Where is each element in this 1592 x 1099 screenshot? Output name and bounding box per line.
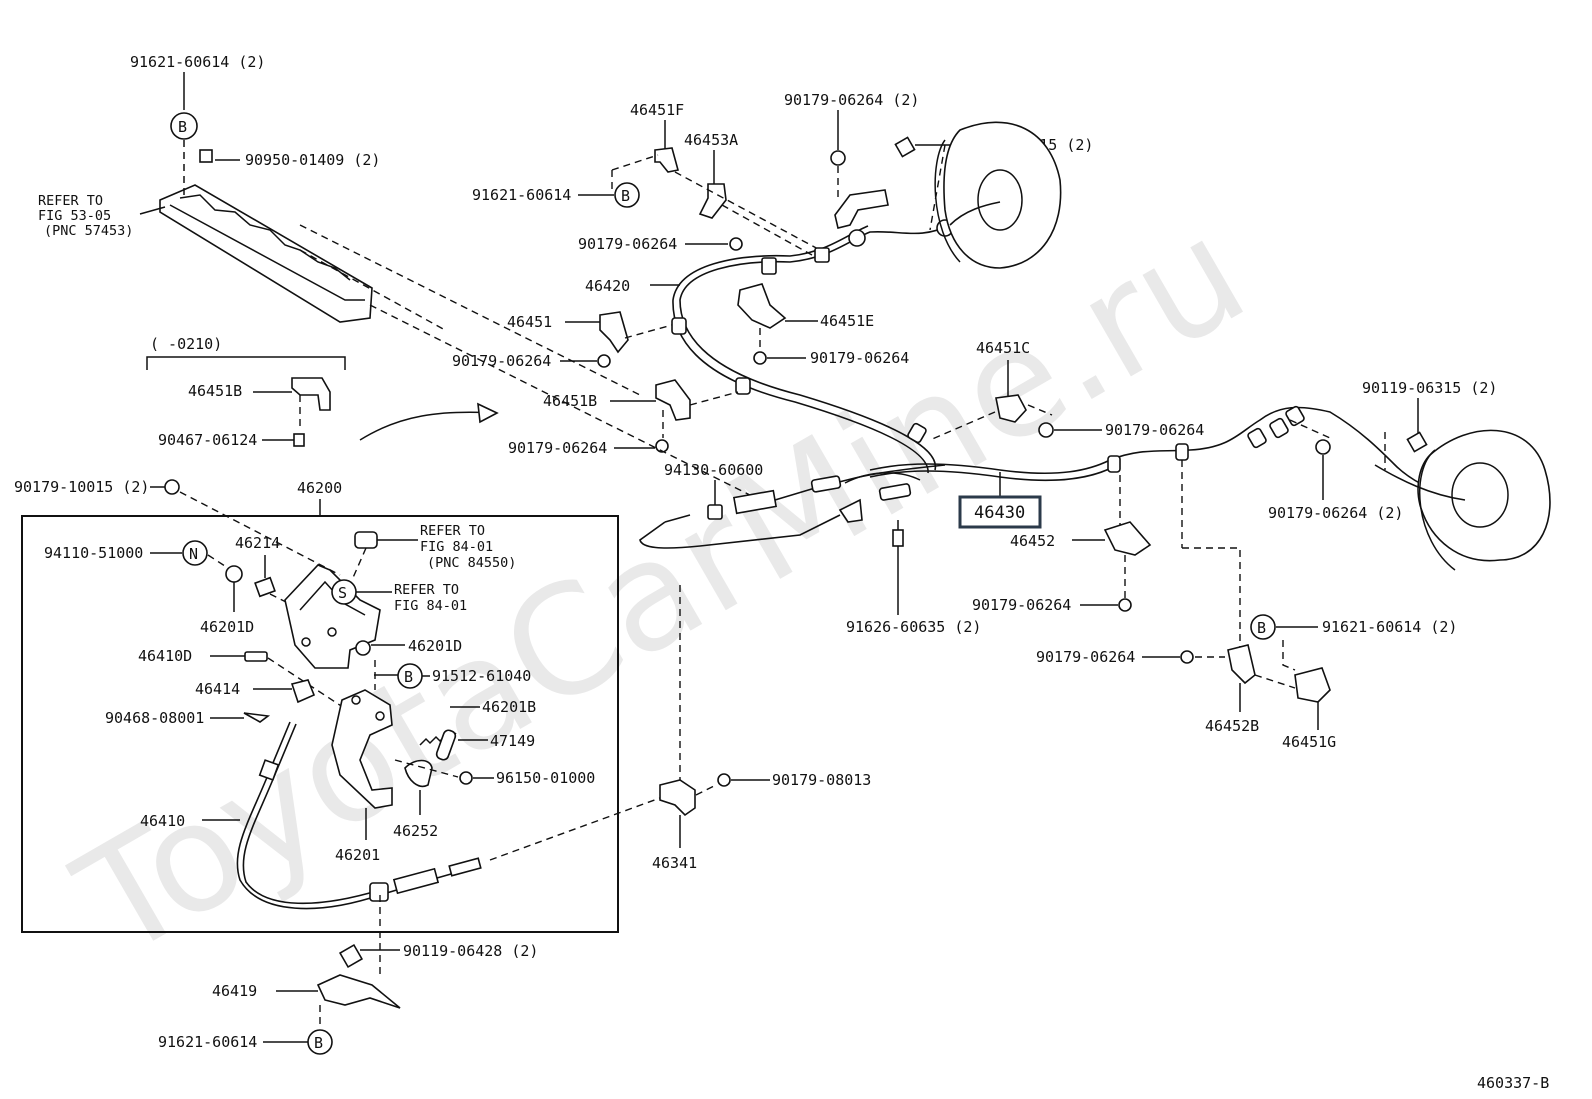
- label-46453A: 46453A: [684, 131, 738, 149]
- label-90468: 90468-08001: [105, 709, 204, 727]
- cable-46430: [869, 405, 1456, 499]
- svg-text:REFER TO: REFER TO: [38, 193, 103, 209]
- pawl-plate: [331, 689, 393, 809]
- label-90467: 90467-06124: [158, 431, 257, 449]
- label-90179-d: 90179-06264: [810, 349, 909, 367]
- marker-b: B: [170, 112, 198, 140]
- assembly-46200-box: [21, 515, 619, 933]
- label-94110: 94110-51000: [44, 544, 143, 562]
- svg-text:S: S: [338, 584, 347, 602]
- refer-fig53: REFER TO FIG 53-05 (PNC 57453): [38, 193, 133, 239]
- label-91621-top: 91621-60614 (2): [130, 53, 265, 71]
- label-90179-right: 90179-06264 (2): [1268, 504, 1403, 522]
- svg-text:B: B: [621, 187, 630, 205]
- label-90179-top: 90179-06264 (2): [784, 91, 919, 109]
- label-46201: 46201: [335, 846, 380, 864]
- label-group-46200: 46200: [297, 479, 342, 497]
- label-46214: 46214: [235, 534, 280, 552]
- label-91621-bottom: 91621-60614: [158, 1033, 257, 1051]
- svg-text:46430: 46430: [974, 503, 1025, 523]
- label-90950: 90950-01409 (2): [245, 151, 380, 169]
- svg-text:FIG 84-01: FIG 84-01: [394, 598, 467, 614]
- console-bracket: [159, 140, 373, 323]
- label-90179-e: 90179-06264: [1105, 421, 1204, 439]
- highlight-46430: 46430: [958, 495, 1042, 529]
- label-46419: 46419: [212, 982, 257, 1000]
- range-label: ( -0210): [150, 335, 222, 353]
- label-46414: 46414: [195, 680, 240, 698]
- label-46410: 46410: [140, 812, 185, 830]
- label-91621-right: 91621-60614 (2): [1322, 618, 1457, 636]
- label-90179-f: 90179-06264: [972, 596, 1071, 614]
- label-46451: 46451: [507, 313, 552, 331]
- label-46451G: 46451G: [1282, 733, 1336, 751]
- svg-text:REFER TO: REFER TO: [394, 582, 459, 598]
- label-90179-a: 90179-06264: [578, 235, 677, 253]
- equalizer: [639, 464, 946, 549]
- label-46420: 46420: [585, 277, 630, 295]
- label-90179-b: 90179-06264: [452, 352, 551, 370]
- label-90119-06428: 90119-06428 (2): [403, 942, 538, 960]
- label-91626: 91626-60635 (2): [846, 618, 981, 636]
- label-46451B-mid: 46451B: [543, 392, 597, 410]
- svg-text:(PNC 57453): (PNC 57453): [44, 223, 133, 239]
- label-47149: 47149: [490, 732, 535, 750]
- label-91621-mid: 91621-60614: [472, 186, 571, 204]
- label-90179-g: 90179-06264: [1036, 648, 1135, 666]
- left-rear-drum: [934, 121, 1062, 269]
- marker-n: N: [182, 540, 208, 566]
- floor-bracket-46419: [316, 974, 401, 1009]
- label-96150: 96150-01000: [496, 769, 595, 787]
- svg-text:(PNC 84550): (PNC 84550): [427, 555, 516, 571]
- label-46252: 46252: [393, 822, 438, 840]
- svg-text:FIG 53-05: FIG 53-05: [38, 208, 111, 224]
- label-91512: 91512-61040: [432, 667, 531, 685]
- label-90179-c: 90179-06264: [508, 439, 607, 457]
- figure-id: 460337-B: [1477, 1074, 1549, 1092]
- label-94130: 94130-60600: [664, 461, 763, 479]
- svg-text:FIG 84-01: FIG 84-01: [420, 539, 493, 555]
- svg-text:B: B: [1257, 619, 1266, 637]
- label-90179-10015: 90179-10015 (2): [14, 478, 149, 496]
- svg-text:B: B: [178, 118, 187, 136]
- marker-b: B: [614, 182, 640, 208]
- marker-s: S: [331, 579, 357, 605]
- label-46410D: 46410D: [138, 647, 192, 665]
- marker-b: B: [1250, 614, 1276, 640]
- label-90119-right: 90119-06315 (2): [1362, 379, 1497, 397]
- front-cable: [236, 721, 482, 910]
- refer-fig84b: REFER TO FIG 84-01: [394, 582, 467, 614]
- label-46341: 46341: [652, 854, 697, 872]
- label-46452B: 46452B: [1205, 717, 1259, 735]
- refer-fig84a: REFER TO FIG 84-01 (PNC 84550): [420, 523, 516, 571]
- label-46451E: 46451E: [820, 312, 874, 330]
- marker-b: B: [397, 663, 423, 689]
- svg-text:REFER TO: REFER TO: [420, 523, 485, 539]
- label-46451C: 46451C: [976, 339, 1030, 357]
- marker-b: B: [307, 1029, 333, 1055]
- label-46201D-a: 46201D: [200, 618, 254, 636]
- label-90179-08013: 90179-08013: [772, 771, 871, 789]
- label-46451F: 46451F: [630, 101, 684, 119]
- svg-text:B: B: [404, 668, 413, 686]
- svg-text:N: N: [189, 545, 198, 563]
- label-46451B-left: 46451B: [188, 382, 242, 400]
- label-46452: 46452: [1010, 532, 1055, 550]
- label-46201B: 46201B: [482, 698, 536, 716]
- right-rear-drum: [1374, 429, 1551, 571]
- svg-text:B: B: [314, 1034, 323, 1052]
- label-46201D-b: 46201D: [408, 637, 462, 655]
